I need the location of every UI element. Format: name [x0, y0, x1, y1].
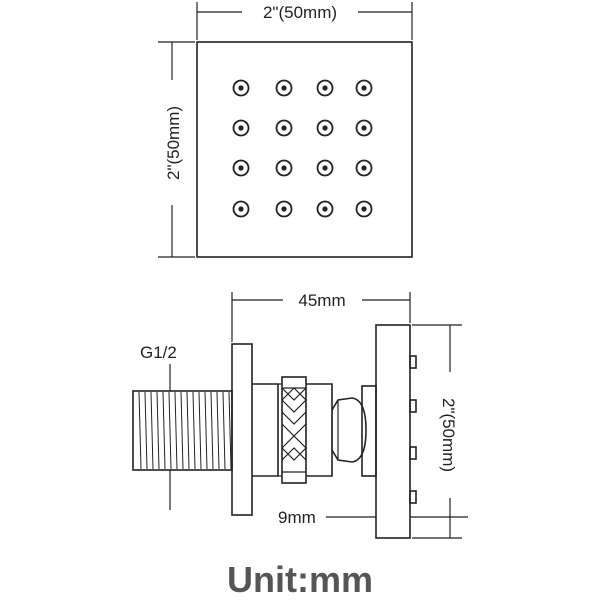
- threaded-inlet: [132, 390, 233, 471]
- thread-label: G1/2: [140, 343, 177, 362]
- top-width-dimension: 2"(50mm): [196, 2, 413, 40]
- thread-dimension: G1/2: [140, 343, 177, 510]
- nozzle: [275, 200, 293, 218]
- nozzle: [232, 119, 250, 137]
- side-view: 45mm 2"(50mm) G1/2 9mm: [132, 291, 468, 539]
- nozzle: [355, 79, 373, 97]
- thread-line: [216, 391, 220, 470]
- thread-lines: [138, 391, 232, 470]
- face-nozzles: [409, 355, 417, 504]
- thread-line: [186, 391, 190, 470]
- nozzle: [275, 119, 293, 137]
- nozzle: [316, 119, 334, 137]
- nozzle: [355, 159, 373, 177]
- top-width-label: 2"(50mm): [263, 3, 337, 22]
- nozzle: [316, 200, 334, 218]
- nozzle: [355, 119, 373, 137]
- ball-joint: [331, 397, 367, 463]
- thread-line: [204, 391, 208, 470]
- nozzle: [232, 200, 250, 218]
- thread-line: [144, 391, 148, 470]
- thread-line: [228, 391, 232, 470]
- top-view-plate: [196, 41, 413, 258]
- top-height-label: 2"(50mm): [164, 106, 183, 180]
- thread-line: [198, 391, 202, 470]
- nozzle: [355, 200, 373, 218]
- nozzle-grid: [232, 79, 373, 218]
- nozzle: [275, 79, 293, 97]
- thread-line: [150, 391, 154, 470]
- thread-line: [138, 391, 142, 470]
- top-view: 2"(50mm) 2"(50mm): [158, 2, 413, 258]
- nozzle: [232, 79, 250, 97]
- thread-line: [192, 391, 196, 470]
- side-height-label: 2"(50mm): [439, 398, 458, 472]
- nozzle: [232, 159, 250, 177]
- thread-line: [210, 391, 214, 470]
- thread-line: [222, 391, 226, 470]
- side-length-label: 45mm: [298, 291, 345, 310]
- nozzle: [316, 159, 334, 177]
- nozzle: [316, 79, 334, 97]
- side-height-dimension: 2"(50mm): [412, 324, 462, 539]
- nozzle: [275, 159, 293, 177]
- hex-nut: [281, 376, 307, 484]
- valve-body: [252, 383, 279, 477]
- side-length-dimension: 45mm: [231, 291, 411, 342]
- face-plate: [375, 324, 411, 539]
- thread-line: [174, 391, 178, 470]
- mounting-flange: [231, 343, 253, 516]
- plate-thickness-dimension: 9mm: [278, 508, 468, 527]
- top-height-dimension: 2"(50mm): [158, 41, 195, 258]
- thread-line: [180, 391, 184, 470]
- unit-label: Unit:mm: [227, 559, 373, 600]
- thread-line: [168, 391, 172, 470]
- thread-line: [156, 391, 160, 470]
- plate-thickness-label: 9mm: [278, 508, 316, 527]
- thread-line: [162, 391, 166, 470]
